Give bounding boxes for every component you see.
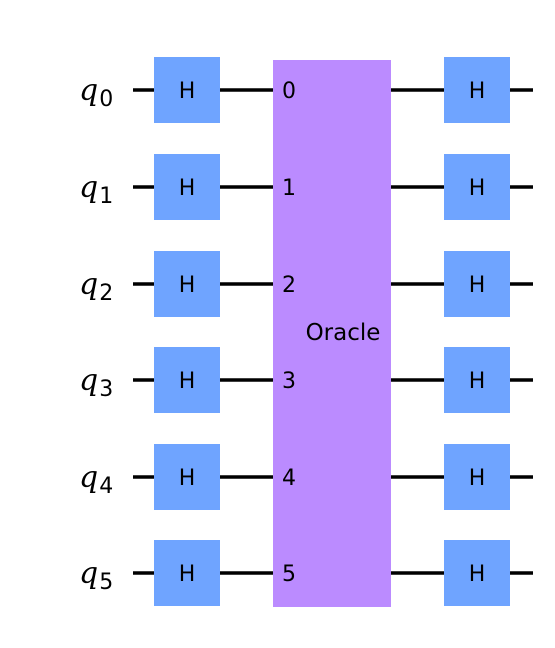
- h-gate-pre-label: H: [179, 79, 196, 104]
- h-gate-pre: [154, 57, 220, 123]
- h-gate-pre: [154, 444, 220, 510]
- h-gate-pre-label: H: [179, 176, 196, 201]
- qubit-label-index: 4: [99, 474, 113, 499]
- oracle-port-label: 5: [282, 562, 296, 587]
- qubit-label-index: 2: [99, 281, 113, 306]
- h-gate-post: [444, 251, 510, 317]
- qubit-label: q0: [79, 73, 113, 112]
- h-gate-pre-label: H: [179, 562, 196, 587]
- qubit-label-index: 3: [99, 377, 113, 402]
- oracle-port-label: 4: [282, 466, 296, 491]
- qubit-label: q3: [79, 363, 113, 402]
- qubit-label: q4: [79, 460, 113, 499]
- qubit-label-letter: q: [79, 73, 98, 108]
- qubit-label-letter: q: [79, 267, 98, 302]
- h-gate-post-label: H: [469, 466, 486, 491]
- oracle-gate: [273, 60, 391, 607]
- h-gate-pre: [154, 154, 220, 220]
- h-gate-pre: [154, 251, 220, 317]
- h-gate-post-label: H: [469, 562, 486, 587]
- h-gate-pre-label: H: [179, 466, 196, 491]
- qubit-label-letter: q: [79, 460, 98, 495]
- h-gate-post: [444, 154, 510, 220]
- h-gate-post: [444, 57, 510, 123]
- h-gate-pre-label: H: [179, 369, 196, 394]
- qubit-label-letter: q: [79, 363, 98, 398]
- h-gate-post-label: H: [469, 273, 486, 298]
- oracle-port-label: 3: [282, 369, 296, 394]
- oracle-port-label: 0: [282, 79, 296, 104]
- h-gate-post: [444, 540, 510, 606]
- h-gate-pre-label: H: [179, 273, 196, 298]
- h-gate-post-label: H: [469, 369, 486, 394]
- oracle-port-label: 2: [282, 273, 296, 298]
- h-gate-post: [444, 444, 510, 510]
- h-gate-post-label: H: [469, 176, 486, 201]
- qubit-label-letter: q: [79, 170, 98, 205]
- oracle-port-label: 1: [282, 176, 296, 201]
- h-gate-pre: [154, 347, 220, 413]
- qubit-label-letter: q: [79, 556, 98, 591]
- h-gate-pre: [154, 540, 220, 606]
- qubit-label-index: 1: [99, 184, 113, 209]
- qubit-label-index: 5: [99, 570, 113, 595]
- h-gate-post-label: H: [469, 79, 486, 104]
- qubit-label: q1: [79, 170, 113, 209]
- qubit-label-index: 0: [99, 87, 113, 112]
- qubit-label: q5: [79, 556, 113, 595]
- qubit-label: q2: [79, 267, 113, 306]
- h-gate-post: [444, 347, 510, 413]
- oracle-label: Oracle: [306, 320, 381, 346]
